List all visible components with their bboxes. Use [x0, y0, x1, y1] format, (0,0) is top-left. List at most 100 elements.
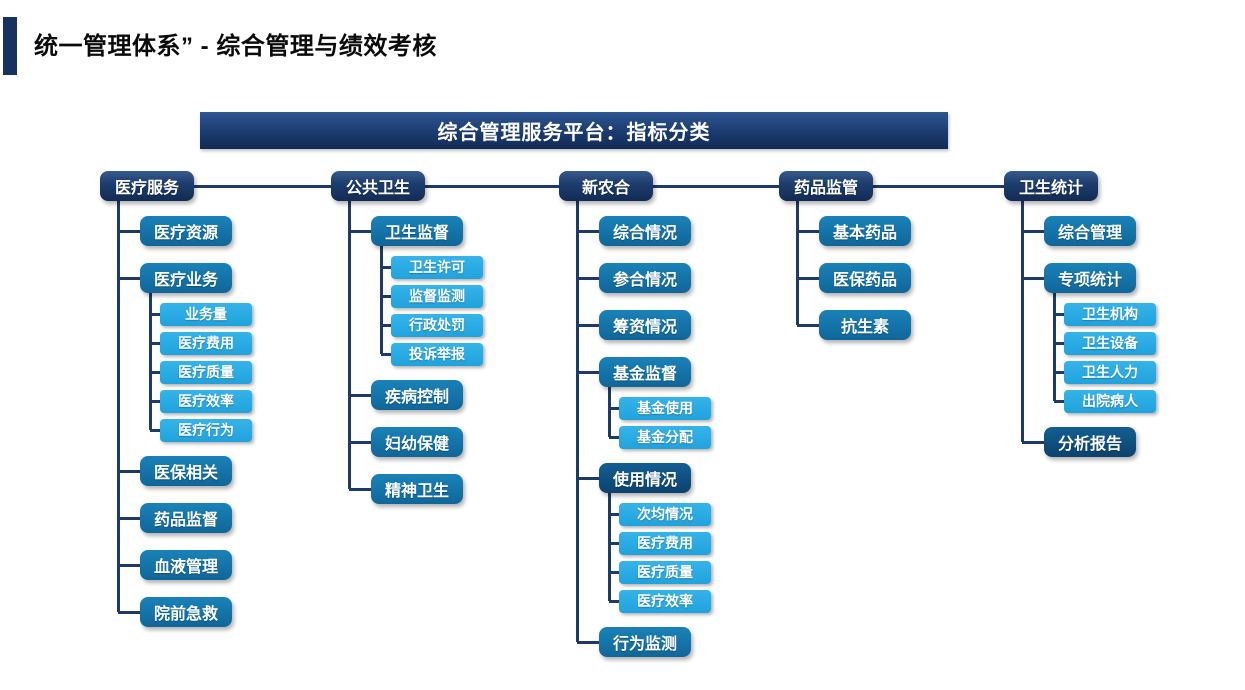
- connector-line: [118, 229, 140, 233]
- connector-line: [577, 370, 599, 374]
- tree-node-l1: 药品监管: [779, 171, 873, 201]
- tree-node-l2: 医疗资源: [140, 216, 232, 246]
- connector-line: [347, 201, 351, 489]
- connector-line: [148, 293, 152, 430]
- connector-line: [116, 201, 120, 612]
- tree-node-l3: 医疗行为: [160, 418, 252, 442]
- tree-node-l3: 基金分配: [619, 425, 711, 449]
- tree-node-l3: 监督监测: [391, 284, 483, 308]
- connector-line: [150, 428, 160, 432]
- tree-node-l2: 专项统计: [1044, 263, 1136, 293]
- connector-line: [118, 469, 140, 473]
- tree-node-l2: 医疗业务: [140, 263, 232, 293]
- connector-line: [607, 387, 611, 437]
- connector-line: [381, 323, 391, 327]
- tree-node-l3: 医疗费用: [160, 331, 252, 355]
- connector-line: [1054, 312, 1064, 316]
- connector-line: [577, 640, 599, 644]
- tree-node-l2: 院前急救: [140, 597, 232, 627]
- tree-node-l2: 妇幼保健: [371, 427, 463, 457]
- connector-line: [349, 393, 371, 397]
- tree-node-l3: 卫生设备: [1064, 331, 1156, 355]
- tree-node-l2: 基金监督: [599, 357, 691, 387]
- tree-node-l3: 医疗效率: [619, 589, 711, 613]
- tree-node-l2: 精神卫生: [371, 474, 463, 504]
- connector-line: [795, 201, 799, 325]
- connector-line: [379, 246, 383, 354]
- tree-node-l3: 卫生许可: [391, 255, 483, 279]
- connector-line: [381, 352, 391, 356]
- tree-node-l2: 分析报告: [1044, 427, 1136, 457]
- tree-node-l2: 综合情况: [599, 216, 691, 246]
- connector-line: [118, 563, 140, 567]
- tree-node-l2: 血液管理: [140, 550, 232, 580]
- tree-node-l2: 筹资情况: [599, 310, 691, 340]
- tree-node-l3: 次均情况: [619, 502, 711, 526]
- connector-line: [797, 276, 819, 280]
- tree-node-l3: 卫生机构: [1064, 302, 1156, 326]
- connector-line: [609, 599, 619, 603]
- page-title: 统一管理体系” - 综合管理与绩效考核: [34, 33, 437, 60]
- connector-line: [349, 487, 371, 491]
- tree-node-l2: 基本药品: [819, 216, 911, 246]
- connector-line: [381, 294, 391, 298]
- tree-node-l2: 综合管理: [1044, 216, 1136, 246]
- connector-line: [577, 229, 599, 233]
- connector-line: [609, 570, 619, 574]
- tree-node-l1: 卫生统计: [1004, 171, 1098, 201]
- tree-node-l3: 出院病人: [1064, 389, 1156, 413]
- tree-node-l3: 行政处罚: [391, 313, 483, 337]
- connector-line: [1022, 229, 1044, 233]
- connector-line: [797, 229, 819, 233]
- connector-line: [1054, 341, 1064, 345]
- connector-line: [1054, 399, 1064, 403]
- tree-node-l3: 医疗效率: [160, 389, 252, 413]
- connector-line: [349, 440, 371, 444]
- tree-node-l2: 药品监督: [140, 503, 232, 533]
- tree-node-l1: 医疗服务: [100, 171, 194, 201]
- connector-line: [609, 435, 619, 439]
- tree-node-l3: 医疗质量: [160, 360, 252, 384]
- tree-node-l3: 卫生人力: [1064, 360, 1156, 384]
- connector-line: [1022, 440, 1044, 444]
- tree-node-l2: 使用情况: [599, 463, 691, 493]
- connector-line: [150, 370, 160, 374]
- connector-line: [150, 341, 160, 345]
- connector-line: [609, 541, 619, 545]
- tree-node-l3: 医疗质量: [619, 560, 711, 584]
- connector-line: [381, 265, 391, 269]
- tree-node-l2: 医保相关: [140, 456, 232, 486]
- tree-node-l1: 新农合: [559, 171, 653, 201]
- tree-node-l2: 疾病控制: [371, 380, 463, 410]
- connector-line: [1022, 276, 1044, 280]
- connector-line: [577, 276, 599, 280]
- connector-line: [150, 312, 160, 316]
- connector-line: [349, 229, 371, 233]
- connector-line: [577, 476, 599, 480]
- connector-line: [607, 493, 611, 601]
- connector-line: [118, 610, 140, 614]
- title-accent-bar: [3, 17, 17, 75]
- connector-line: [797, 323, 819, 327]
- tree-node-l3: 业务量: [160, 302, 252, 326]
- tree-node-l2: 行为监测: [599, 627, 691, 657]
- connector-line: [1054, 370, 1064, 374]
- connector-line: [575, 201, 579, 642]
- tree-node-l2: 卫生监督: [371, 216, 463, 246]
- platform-banner: 综合管理服务平台：指标分类: [200, 112, 948, 149]
- connector-line: [118, 276, 140, 280]
- tree-node-l2: 参合情况: [599, 263, 691, 293]
- tree-node-l3: 投诉举报: [391, 342, 483, 366]
- tree-node-l3: 基金使用: [619, 396, 711, 420]
- tree-node-l2: 医保药品: [819, 263, 911, 293]
- connector-line: [1052, 293, 1056, 401]
- connector-line: [150, 399, 160, 403]
- tree-node-l2: 抗生素: [819, 310, 911, 340]
- tree-node-l3: 医疗费用: [619, 531, 711, 555]
- connector-line: [609, 406, 619, 410]
- connector-line: [118, 516, 140, 520]
- connector-line: [1020, 201, 1024, 442]
- connector-line: [577, 323, 599, 327]
